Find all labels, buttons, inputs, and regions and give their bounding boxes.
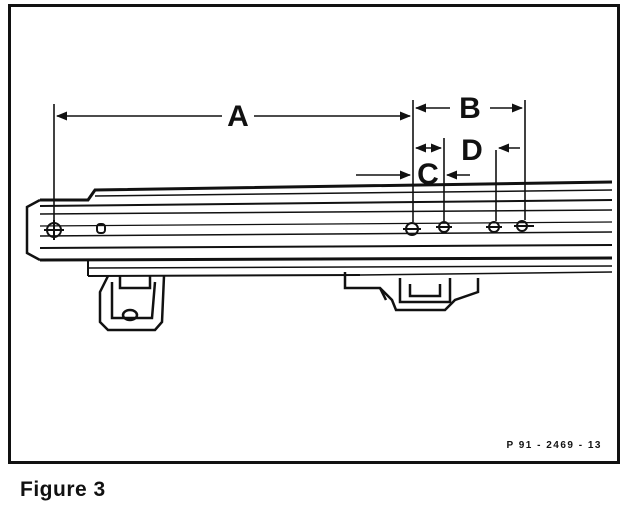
dimension-c: C <box>356 158 470 191</box>
dimension-d-label: D <box>461 134 483 167</box>
right-mounting-bracket <box>343 272 480 312</box>
dimension-d: D <box>414 134 520 167</box>
hole-1 <box>403 222 421 236</box>
left-mounting-bracket <box>98 275 166 332</box>
dimension-a-label: A <box>227 100 249 133</box>
hole-4 <box>514 220 534 232</box>
part-number: P 91 - 2469 - 13 <box>506 440 602 451</box>
hole-2 <box>436 221 452 233</box>
rail-holes <box>44 220 534 240</box>
slot-hole <box>96 223 106 234</box>
figure-caption: Figure 3 <box>20 478 106 501</box>
seat-rail <box>25 180 613 277</box>
extension-lines <box>53 100 526 224</box>
dimension-b: B <box>414 92 524 125</box>
hole-3 <box>486 221 502 233</box>
dimension-c-label: C <box>417 158 439 191</box>
dimension-b-label: B <box>459 92 481 125</box>
dimension-a: A <box>55 100 412 133</box>
